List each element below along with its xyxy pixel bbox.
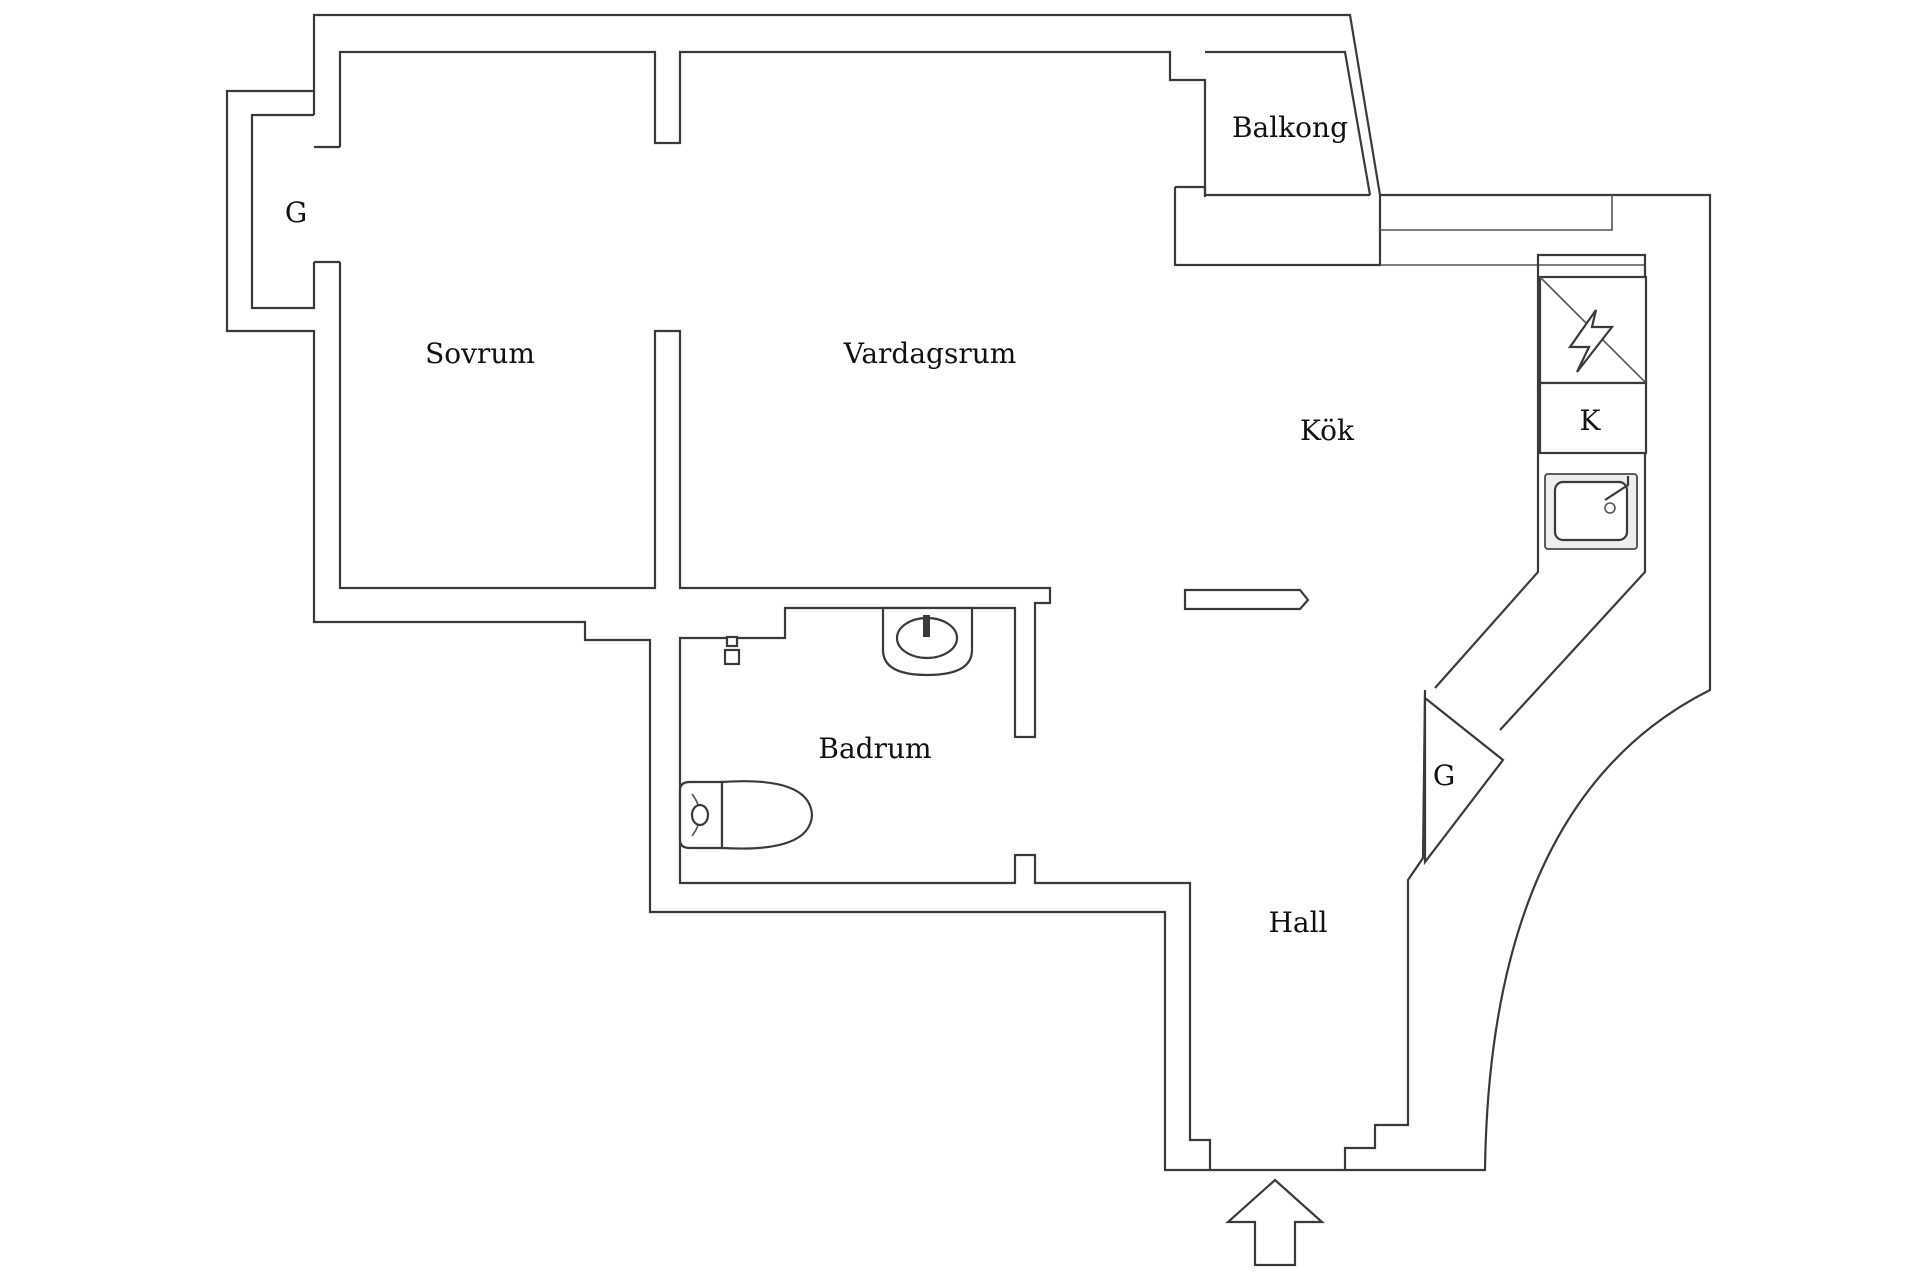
entrance-arrow-icon [1225, 1178, 1325, 1267]
toilet-icon [678, 780, 814, 850]
inner-wall-top [338, 50, 1370, 197]
room-label-wardrobe-left: G [285, 196, 307, 229]
washbasin-icon [881, 606, 974, 677]
fridge-box [1538, 381, 1648, 455]
shower-icon [723, 635, 741, 666]
room-label-hall: Hall [1268, 906, 1327, 939]
hall-right-wall [1343, 689, 1427, 1170]
room-label-vardagsrum: Vardagsrum [843, 337, 1017, 370]
wardrobe-right [1423, 695, 1505, 866]
kitchen-sink-icon [1544, 473, 1638, 550]
outer-wall [225, 13, 1712, 1172]
room-label-badrum: Badrum [818, 732, 931, 765]
room-label-balkong: Balkong [1232, 111, 1348, 144]
room-label-wardrobe-right: G [1433, 759, 1455, 792]
counter-top [1380, 195, 1645, 266]
room-label-sovrum: Sovrum [425, 337, 535, 370]
room-label-fridge: K [1580, 404, 1602, 437]
inner-wall [338, 262, 1212, 1170]
wardrobe-left-wall [250, 91, 340, 310]
room-label-kok: Kök [1300, 414, 1355, 447]
stove-icon [1538, 275, 1648, 385]
room-divider [1183, 588, 1310, 611]
